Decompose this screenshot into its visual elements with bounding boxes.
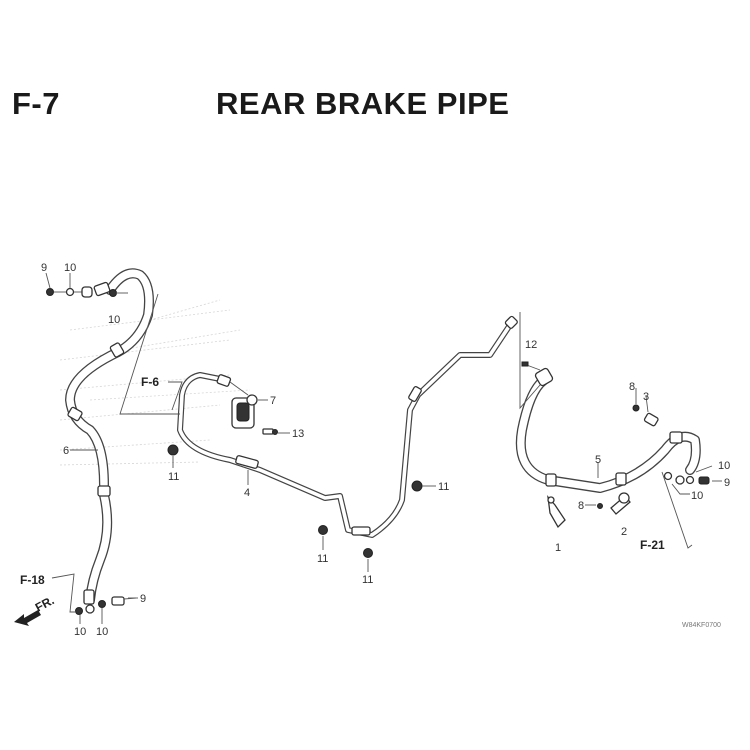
callout-9: 9: [140, 593, 146, 605]
callout-10: 10: [74, 626, 86, 638]
callout-10: 10: [96, 626, 108, 638]
callout-10: 10: [64, 262, 76, 274]
reference-f21[interactable]: F-21: [640, 538, 665, 552]
reference-f18[interactable]: F-18: [20, 573, 45, 587]
callout-4: 4: [244, 487, 250, 499]
callout-8: 8: [629, 381, 635, 393]
callout-labels: 9 10 10 6 7 13 11 4 11 11 11 12 8 3 5 10…: [41, 262, 730, 638]
callout-11: 11: [438, 481, 449, 493]
callout-11: 11: [362, 574, 373, 586]
callout-1: 1: [555, 542, 561, 554]
reference-f6[interactable]: F-6: [141, 375, 159, 389]
callout-11: 11: [317, 553, 328, 565]
brake-pipe-4[interactable]: [177, 315, 518, 538]
front-direction-indicator: FR.: [14, 593, 56, 626]
callout-6: 6: [63, 445, 69, 457]
page-title: REAR BRAKE PIPE: [216, 86, 510, 121]
front-arrow-icon: [14, 610, 41, 626]
section-code: F-7: [12, 86, 60, 121]
brake-hose-left[interactable]: [65, 268, 154, 605]
brake-hose-right[interactable]: [515, 367, 701, 493]
callout-12: 12: [525, 339, 537, 351]
nut-fasteners: [167, 444, 423, 558]
callout-2: 2: [621, 526, 627, 538]
callout-7: 7: [270, 395, 276, 407]
callout-5: 5: [595, 454, 601, 466]
top-left-fittings: [46, 281, 128, 298]
callout-11: 11: [168, 471, 179, 483]
drawing-code: W84KF0700: [682, 622, 721, 629]
callout-8: 8: [578, 500, 584, 512]
callout-13: 13: [292, 428, 304, 440]
callout-10: 10: [691, 490, 703, 502]
right-fittings: [521, 361, 710, 529]
bottom-left-fittings: [75, 596, 137, 615]
callout-10: 10: [718, 460, 730, 472]
callout-9: 9: [724, 477, 730, 489]
callout-9: 9: [41, 262, 47, 274]
leader-lines: [45, 272, 722, 624]
valve-assembly[interactable]: [216, 374, 278, 435]
callout-3: 3: [643, 391, 649, 403]
callout-10: 10: [108, 314, 120, 326]
